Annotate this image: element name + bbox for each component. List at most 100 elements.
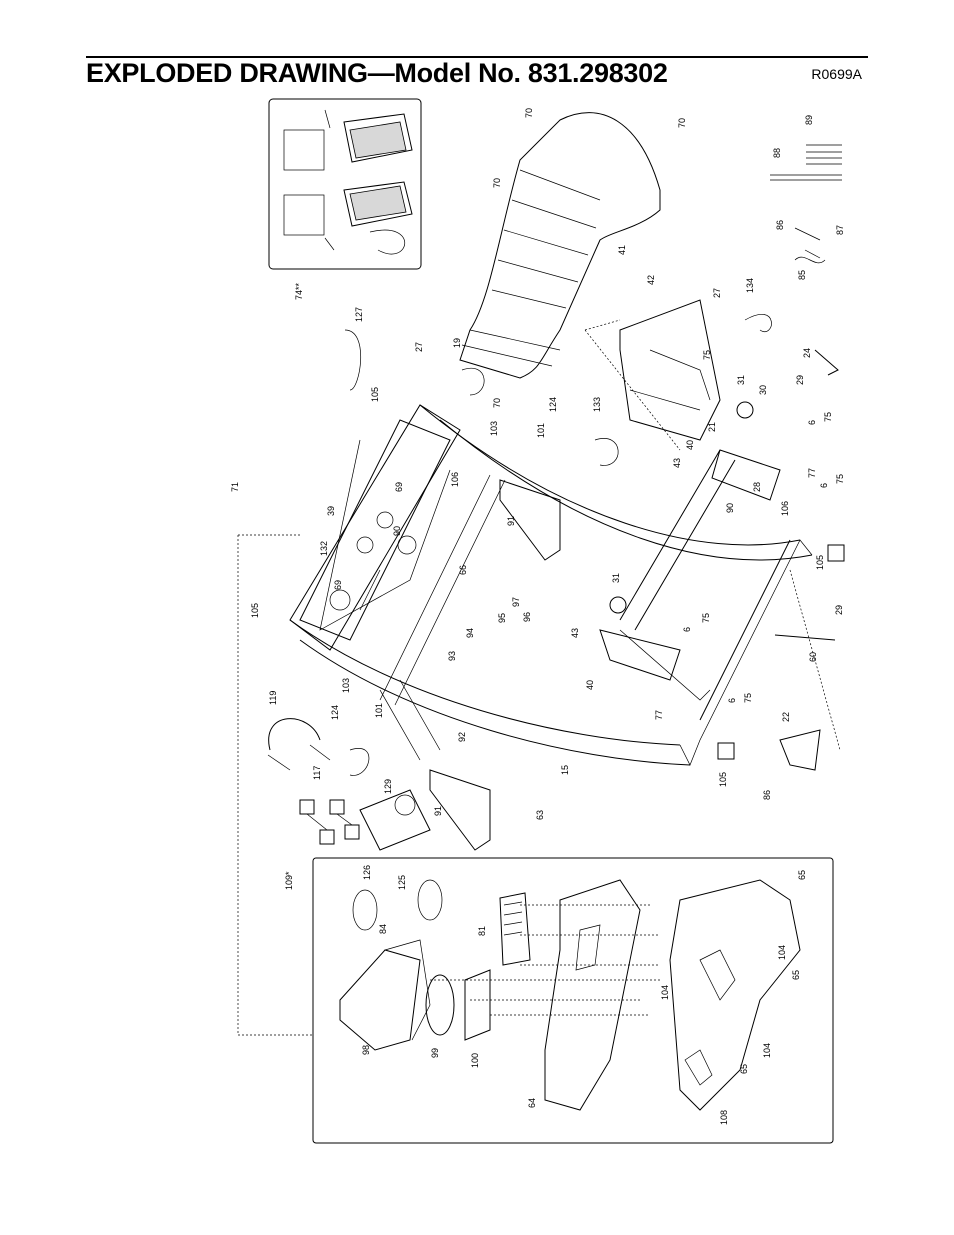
shroud-42 [619,299,721,441]
part-number-label: 65 [797,870,807,880]
part-number-label: 71 [230,482,240,492]
part-number-label: 19 [452,338,462,348]
part-number-label: 99 [430,1048,440,1058]
wire-19 [461,367,485,396]
part-number-label: 77 [807,468,817,478]
part-number-label: 40 [685,440,695,450]
part-number-label: 43 [672,458,682,468]
part-number-label: 40 [585,680,595,690]
part-number-label: 105 [815,555,825,570]
part-number-label: 22 [781,712,791,722]
clips-85-87 [794,227,826,264]
part-number-label: 105 [718,772,728,787]
part-number-label: 103 [341,678,351,693]
part-number-label: 28 [752,482,762,492]
part-number-label: 104 [660,985,670,1000]
part-number-label: 86 [762,790,772,800]
part-number-label: 69 [394,482,404,492]
part-number-label: 39 [326,506,336,516]
part-number-label: 21 [707,422,717,432]
part-number-label: 6 [807,420,817,425]
weights-117 [299,799,360,845]
part-number-label: 93 [447,651,457,661]
part-number-label: 89 [804,115,814,125]
part-number-label: 97 [511,597,521,607]
wire-127 [344,329,361,391]
headphones-119 [267,718,370,776]
part-number-label: 127 [354,307,364,322]
part-number-label: 41 [617,245,627,255]
frame-15 [289,404,813,766]
hood-41 [459,112,661,379]
part-number-label: 6 [727,698,737,703]
part-number-label: 31 [736,375,746,385]
part-number-label: 125 [397,875,407,890]
pad-91-upper [499,479,561,561]
part-number-label: 108 [719,1110,729,1125]
part-number-label: 119 [268,691,278,705]
part-number-label: 105 [370,387,380,402]
part-number-label: 75 [743,693,753,703]
shock-60 [774,634,836,641]
part-number-label: 75 [702,350,712,360]
part-number-label: 132 [319,541,329,556]
part-number-label: 30 [758,385,768,395]
part-number-label: 94 [465,628,475,638]
rods-88-89 [770,144,842,181]
foot-pads-105 [717,544,845,760]
wire-133 [594,438,619,466]
part-number-label: 134 [745,278,755,293]
part-number-label: 91 [433,806,443,816]
part-number-label: 105 [250,603,260,618]
part-number-label: 85 [797,270,807,280]
part-number-label: 64 [527,1098,537,1108]
part-number-label: 65 [739,1064,749,1074]
page-title: EXPLODED DRAWING—Model No. 831.298302 [86,58,668,88]
part-number-label: 96 [522,612,532,622]
part-number-label: 86 [775,220,785,230]
part-number-label: 101 [536,423,546,438]
part-number-label: 27 [414,342,424,352]
part-number-label: 100 [470,1053,480,1068]
drawing-code: R0699A [811,66,862,82]
part-number-label: 117 [312,766,322,780]
part-number-label: 88 [772,148,782,158]
part-number-label: 6 [819,483,829,488]
part-number-label: 101 [374,703,384,718]
leader-shroud [584,319,841,751]
part-number-label: 6 [682,627,692,632]
part-number-label: 29 [834,605,844,615]
rollers-31 [609,401,754,614]
part-number-label: 104 [762,1043,772,1058]
part-number-label: 84 [378,924,388,934]
part-number-label: 104 [777,945,787,960]
part-number-label: 75 [835,474,845,484]
part-number-label: 126 [362,865,372,880]
part-number-label: 92 [457,732,467,742]
part-number-label: 109* [284,871,294,890]
part-number-label: 65 [791,970,801,980]
part-number-label: 43 [570,628,580,638]
part-number-label: 42 [646,275,656,285]
part-number-label: 27 [712,288,722,298]
wire-134 [744,313,772,332]
part-number-label: 24 [802,348,812,358]
part-number-label: 87 [835,225,845,235]
part-number-label: 90 [725,503,735,513]
inset-box-74 [268,98,422,270]
console-panel-132 [299,419,451,641]
part-number-label: 90 [392,526,402,536]
part-number-label: 63 [535,810,545,820]
part-number-label: 70 [492,178,502,188]
inset-box-109 [312,857,834,1144]
part-number-label: 103 [489,421,499,436]
part-number-label: 81 [477,926,487,936]
tray-129 [359,789,431,851]
part-number-label: 15 [560,765,570,775]
leader-109 [237,534,312,1036]
part-number-label: 70 [524,108,534,118]
bracket-24 [814,349,839,376]
part-number-label: 77 [654,710,664,720]
